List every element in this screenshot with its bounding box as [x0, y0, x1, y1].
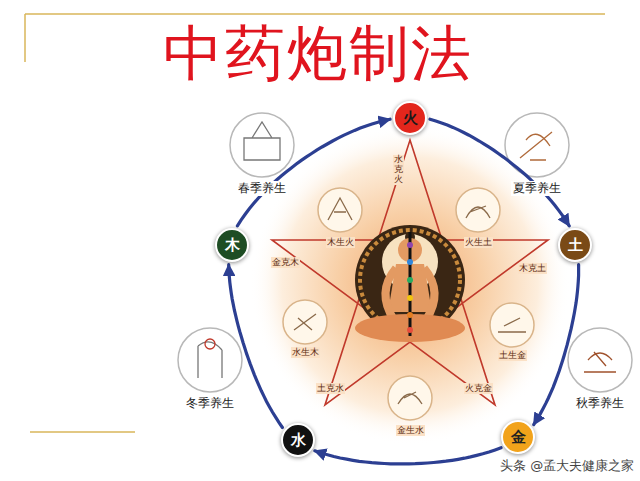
chakra-dot	[407, 312, 413, 318]
element-circle: 金	[501, 420, 535, 454]
cycle-arrow	[237, 119, 390, 226]
inner-picture	[283, 300, 327, 344]
sketch	[466, 206, 490, 218]
element-circle: 木	[215, 228, 249, 262]
cycle-label: 木生火	[326, 237, 355, 248]
sketch	[205, 339, 215, 349]
inner-picture	[456, 188, 500, 232]
element-circle: 火	[393, 101, 427, 135]
sketch	[398, 392, 422, 404]
pentagram	[272, 140, 548, 405]
sketch	[328, 198, 352, 220]
chakra-dot	[407, 327, 413, 333]
season-sketches	[198, 122, 616, 378]
season-label: 冬季养生	[184, 396, 236, 411]
chakra-dot	[407, 242, 413, 248]
inner-sketches	[294, 198, 526, 404]
season-label: 秋季养生	[574, 396, 626, 411]
element-circle: 土	[558, 228, 592, 262]
inner-picture	[318, 188, 362, 232]
element-name: 火	[403, 110, 418, 127]
sketch	[198, 342, 222, 378]
cycle-label: 水克火	[393, 155, 404, 185]
season-label: 春季养生	[236, 181, 288, 196]
cycle-label: 金生水	[396, 425, 425, 436]
season-picture	[230, 113, 294, 177]
halo-ring	[360, 230, 460, 330]
gold-line	[24, 14, 26, 62]
arm	[385, 268, 396, 320]
chakra-dot	[407, 295, 413, 301]
inner-pictures	[283, 188, 534, 420]
sketch	[584, 352, 616, 372]
cycle-label: 火生土	[464, 237, 493, 248]
sketch	[294, 314, 316, 330]
season-picture	[178, 328, 242, 392]
season-node: 秋季养生	[567, 327, 633, 411]
season-node: 冬季养生	[177, 327, 243, 411]
element-name: 金	[511, 429, 526, 446]
gold-line	[25, 13, 605, 15]
cycle-label: 木克土	[518, 263, 547, 274]
chakra-dot	[407, 259, 413, 265]
cycle-label: 金克木	[271, 257, 300, 268]
cycle-arrow	[315, 448, 501, 464]
cycle-label: 水生木	[291, 347, 320, 358]
element-name: 水	[291, 432, 306, 449]
sketch	[244, 122, 280, 160]
season-node: 夏季养生	[504, 112, 570, 196]
cycle-arrow	[430, 119, 569, 226]
element-name: 土	[568, 237, 583, 254]
diagram-title: 中药炮制法	[163, 18, 473, 88]
cycle-arrow	[534, 265, 579, 425]
element-circle: 水	[281, 423, 315, 457]
gold-line	[30, 431, 135, 433]
arm	[424, 268, 435, 320]
cycle-label: 土克水	[316, 383, 345, 394]
cycle-label: 土生金	[498, 350, 527, 361]
watermark: 头条 @孟大夫健康之家	[500, 458, 634, 474]
sketch	[520, 132, 552, 160]
season-node: 春季养生	[229, 112, 295, 196]
element-name: 木	[225, 237, 240, 254]
season-label: 夏季养生	[511, 181, 563, 196]
season-picture	[568, 328, 632, 392]
meditating-figure	[355, 225, 465, 342]
cycle-label: 火克金	[464, 383, 493, 394]
cycle-arrow	[229, 265, 283, 428]
inner-picture	[388, 376, 432, 420]
sketch	[498, 318, 526, 332]
inner-picture	[490, 303, 534, 347]
chakra-dot	[407, 277, 413, 283]
